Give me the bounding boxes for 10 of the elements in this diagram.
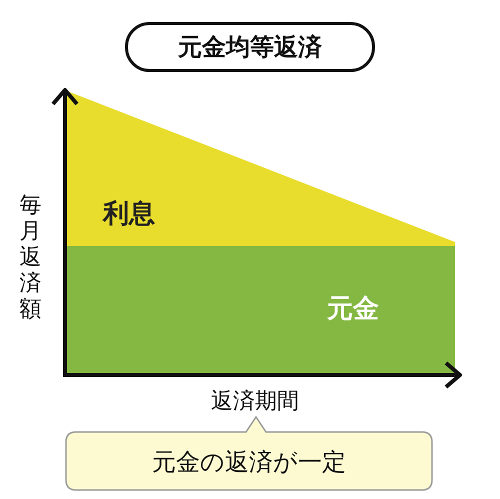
principal-area [67, 246, 455, 373]
area-label: 利息 [103, 198, 155, 231]
title: 元金均等返済 [177, 32, 323, 63]
callout-text: 元金の返済が一定 [151, 447, 347, 478]
axis-label: 返済期間 [210, 388, 300, 416]
interest-area [67, 91, 455, 248]
area-label: 元金 [327, 293, 379, 326]
title-box [125, 22, 375, 72]
speech-bubble [66, 416, 432, 490]
axis-label: 毎月返済額 [19, 193, 42, 323]
